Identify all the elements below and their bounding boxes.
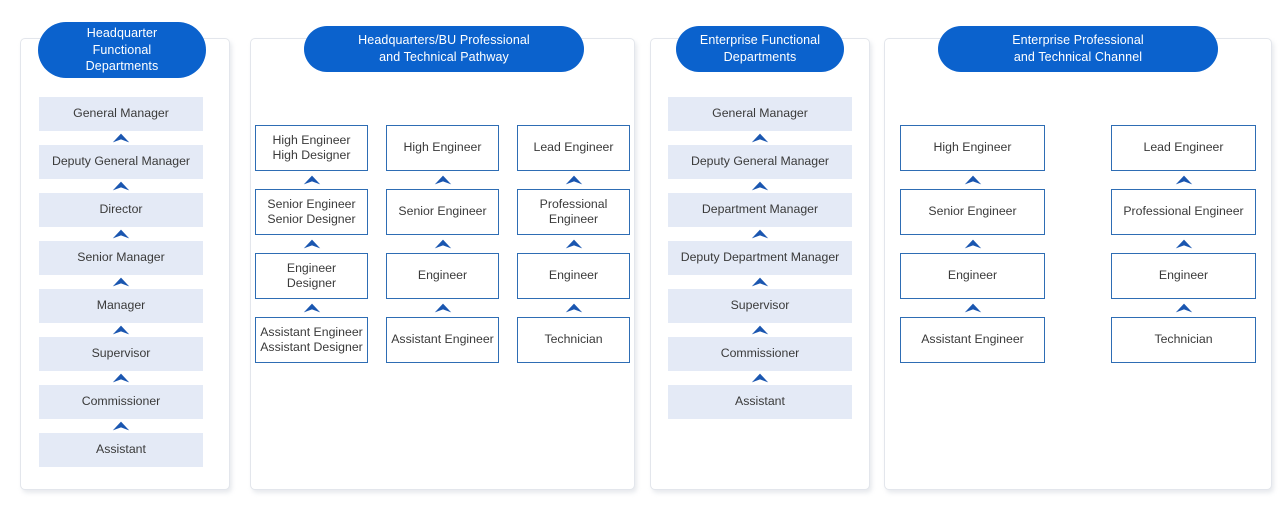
node-box[interactable]: Assistant Engineer	[386, 317, 499, 363]
node-box[interactable]: Senior Engineer	[900, 189, 1045, 235]
arrow-up-icon	[900, 235, 1045, 253]
arrow-up-icon	[39, 227, 203, 241]
arrow-up-icon	[900, 171, 1045, 189]
node-box[interactable]: Deputy Department Manager	[668, 241, 852, 275]
arrow-up-icon	[517, 299, 630, 317]
node-box[interactable]: Assistant	[39, 433, 203, 467]
node-box[interactable]: Engineer Designer	[255, 253, 368, 299]
node-box[interactable]: Senior Engineer	[386, 189, 499, 235]
node-box[interactable]: Assistant Engineer	[900, 317, 1045, 363]
node-box[interactable]: Deputy General Manager	[39, 145, 203, 179]
node-box[interactable]: Professional Engineer	[1111, 189, 1256, 235]
node-box[interactable]: Deputy General Manager	[668, 145, 852, 179]
node-box[interactable]: Manager	[39, 289, 203, 323]
arrow-up-icon	[1111, 299, 1256, 317]
node-box[interactable]: Commissioner	[668, 337, 852, 371]
node-box[interactable]: Senior Engineer Senior Designer	[255, 189, 368, 235]
arrow-up-icon	[668, 275, 852, 289]
arrow-up-icon	[386, 171, 499, 189]
node-box[interactable]: Supervisor	[668, 289, 852, 323]
arrow-up-icon	[517, 171, 630, 189]
arrow-up-icon	[1111, 171, 1256, 189]
node-box[interactable]: Technician	[517, 317, 630, 363]
node-box[interactable]: Engineer	[1111, 253, 1256, 299]
arrow-up-icon	[39, 179, 203, 193]
node-box[interactable]: Engineer	[517, 253, 630, 299]
panel-title-headquarter-functional-departments: Headquarter Functional Departments	[38, 22, 206, 78]
node-box[interactable]: Assistant	[668, 385, 852, 419]
arrow-up-icon	[39, 131, 203, 145]
node-box[interactable]: Engineer	[900, 253, 1045, 299]
node-box[interactable]: General Manager	[668, 97, 852, 131]
arrow-up-icon	[668, 227, 852, 241]
node-box[interactable]: Senior Manager	[39, 241, 203, 275]
node-box[interactable]: Lead Engineer	[517, 125, 630, 171]
node-box[interactable]: High Engineer	[900, 125, 1045, 171]
arrow-up-icon	[900, 299, 1045, 317]
arrow-up-icon	[255, 299, 368, 317]
node-box[interactable]: Commissioner	[39, 385, 203, 419]
arrow-up-icon	[668, 323, 852, 337]
node-box[interactable]: Director	[39, 193, 203, 227]
arrow-up-icon	[1111, 235, 1256, 253]
arrow-up-icon	[386, 235, 499, 253]
panel-title-enterprise-professional-technical-channel: Enterprise Professional and Technical Ch…	[938, 26, 1218, 72]
arrow-up-icon	[39, 323, 203, 337]
arrow-up-icon	[668, 371, 852, 385]
arrow-up-icon	[39, 275, 203, 289]
node-box[interactable]: Assistant Engineer Assistant Designer	[255, 317, 368, 363]
node-box[interactable]: Lead Engineer	[1111, 125, 1256, 171]
arrow-up-icon	[39, 371, 203, 385]
arrow-up-icon	[668, 131, 852, 145]
node-box[interactable]: General Manager	[39, 97, 203, 131]
panel-title-headquarters-bu-professional-technical-pathway: Headquarters/BU Professional and Technic…	[304, 26, 584, 72]
node-box[interactable]: Department Manager	[668, 193, 852, 227]
node-box[interactable]: High Engineer High Designer	[255, 125, 368, 171]
node-box[interactable]: Professional Engineer	[517, 189, 630, 235]
arrow-up-icon	[255, 235, 368, 253]
arrow-up-icon	[668, 179, 852, 193]
node-box[interactable]: Technician	[1111, 317, 1256, 363]
arrow-up-icon	[517, 235, 630, 253]
panel-title-enterprise-functional-departments: Enterprise Functional Departments	[676, 26, 844, 72]
arrow-up-icon	[39, 419, 203, 433]
arrow-up-icon	[255, 171, 368, 189]
node-box[interactable]: Supervisor	[39, 337, 203, 371]
arrow-up-icon	[386, 299, 499, 317]
node-box[interactable]: High Engineer	[386, 125, 499, 171]
node-box[interactable]: Engineer	[386, 253, 499, 299]
